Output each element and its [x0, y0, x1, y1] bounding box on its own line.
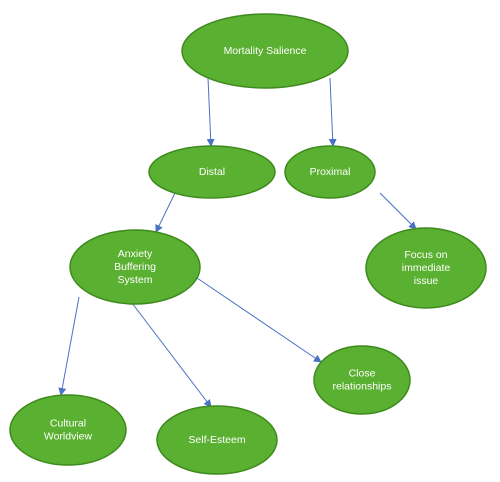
- edges-layer: [58, 77, 417, 408]
- node-proximal-ellipse: [284, 145, 376, 199]
- node-proximal: Proximal: [284, 145, 376, 199]
- edge-mortality-to-proximal: [328, 77, 337, 147]
- node-selfesteem-label: Self-Esteem: [188, 434, 245, 446]
- node-anxiety-label: Anxiety: [118, 248, 153, 260]
- node-anxiety-label: Buffering: [114, 261, 156, 273]
- edge-anxiety-to-cultural: [58, 296, 80, 396]
- node-mortality: Mortality Salience: [181, 13, 349, 89]
- node-focus-label: immediate: [402, 262, 451, 274]
- node-cultural-label: Cultural: [50, 417, 86, 429]
- node-focus-label: issue: [414, 275, 439, 287]
- node-mortality-ellipse: [181, 13, 349, 89]
- node-close-label: relationships: [333, 380, 392, 392]
- node-anxiety-label: System: [117, 274, 152, 286]
- node-cultural-ellipse: [9, 394, 127, 466]
- edge-distal-to-anxiety: [155, 192, 176, 233]
- node-distal: Distal: [148, 145, 276, 199]
- edge-proximal-to-focus: [379, 192, 417, 230]
- node-focus-ellipse: [365, 227, 487, 309]
- node-anxiety-ellipse: [69, 229, 201, 305]
- node-close-ellipse: [313, 345, 411, 415]
- node-proximal-label: Proximal: [310, 166, 351, 178]
- node-focus-label: Focus on: [404, 249, 447, 261]
- node-distal-ellipse: [148, 145, 276, 199]
- edge-mortality-to-distal: [206, 77, 215, 147]
- node-selfesteem: Self-Esteem: [156, 405, 278, 475]
- node-distal-label: Distal: [199, 166, 225, 178]
- node-close-label: Close: [349, 367, 376, 379]
- node-cultural-label: Worldview: [44, 430, 93, 442]
- node-mortality-label: Mortality Salience: [224, 45, 307, 57]
- edge-anxiety-to-close: [196, 277, 322, 363]
- edge-anxiety-to-selfesteem: [131, 302, 212, 408]
- node-selfesteem-ellipse: [156, 405, 278, 475]
